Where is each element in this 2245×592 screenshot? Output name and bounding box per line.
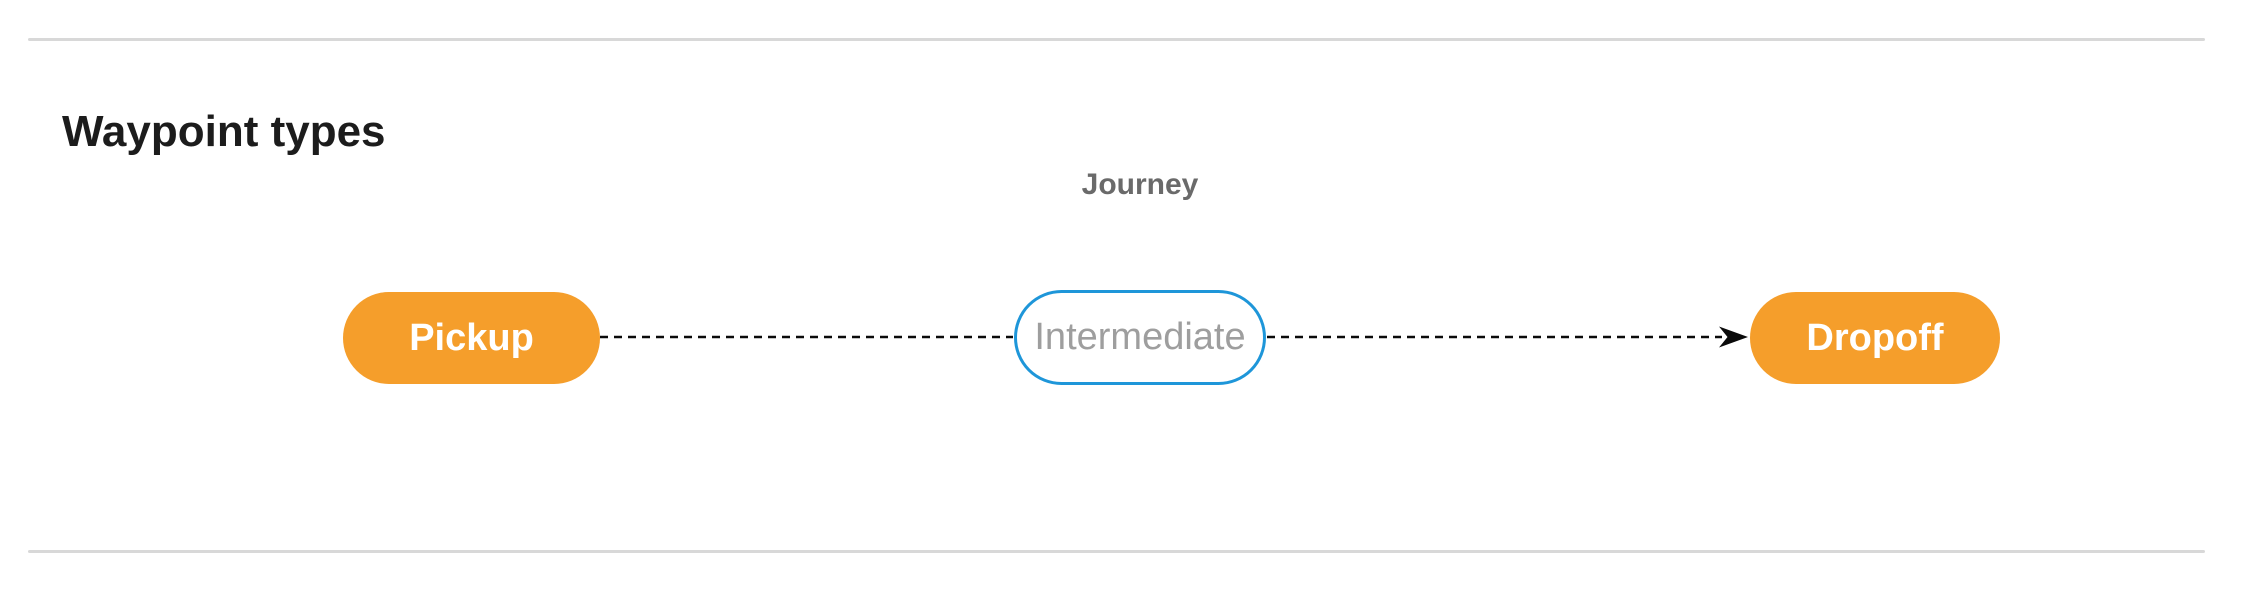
- node-intermediate: Intermediate: [1014, 290, 1266, 385]
- section-title: Waypoint types: [62, 107, 386, 156]
- node-dropoff-label: Dropoff: [1806, 316, 1944, 359]
- arrowhead-icon: [1719, 326, 1748, 348]
- node-dropoff: Dropoff: [1750, 292, 2000, 384]
- node-intermediate-label: Intermediate: [1034, 316, 1246, 358]
- top-divider: [28, 38, 2205, 41]
- node-pickup-label: Pickup: [409, 316, 534, 359]
- node-pickup: Pickup: [343, 292, 600, 384]
- journey-group-label: Journey: [1081, 168, 1199, 201]
- bottom-divider: [28, 550, 2205, 553]
